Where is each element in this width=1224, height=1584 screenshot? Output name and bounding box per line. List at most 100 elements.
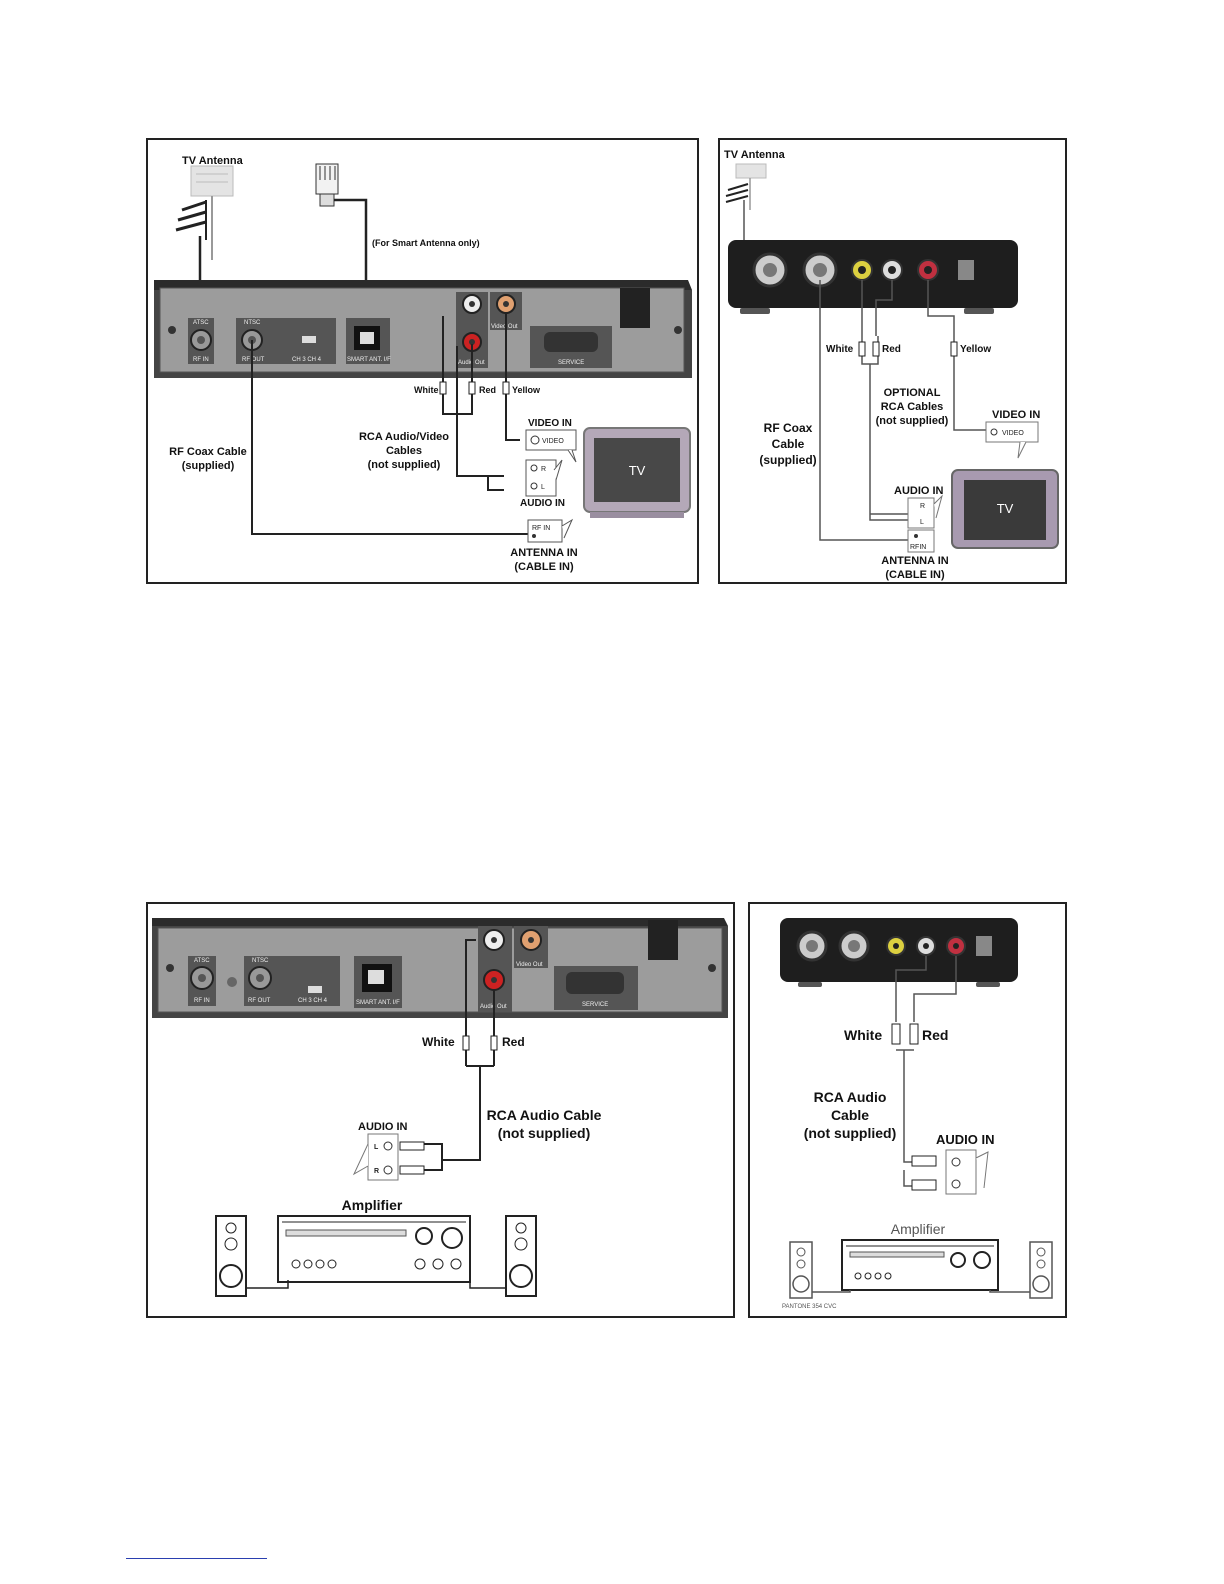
svg-text:R: R [920, 503, 925, 510]
white-plug-icon [439, 381, 447, 395]
speaker-left-icon [789, 1241, 813, 1299]
svg-text:CH 3 CH 4: CH 3 CH 4 [292, 357, 322, 363]
tv-label: TV [629, 463, 646, 478]
audio-in-callout: R L [907, 494, 943, 529]
optional-line2: RCA Cables [881, 401, 944, 413]
svg-text:SMART ANT. I/F: SMART ANT. I/F [347, 357, 391, 363]
rf-in-tv-callout: RF IN [527, 518, 574, 543]
antenna-in-line1: ANTENNA IN [510, 547, 577, 559]
smart-antenna-jack: SMART ANT. I/F [354, 956, 402, 1008]
white-label: White [844, 1027, 882, 1043]
plugs-icon [462, 1035, 498, 1051]
tv-antenna-icon [175, 165, 234, 260]
tv-label: TV [997, 501, 1014, 516]
video-in-label: VIDEO IN [992, 409, 1040, 421]
audio-in-callout: L R [352, 1133, 425, 1181]
rf-coax-line3: (supplied) [759, 453, 816, 467]
smart-antenna-note: (For Smart Antenna only) [372, 238, 480, 248]
svg-text:R: R [374, 1168, 379, 1175]
rca-label-line1: RCA Audio/Video [359, 431, 449, 443]
optional-line3: (not supplied) [876, 415, 949, 427]
svg-text:SERVICE: SERVICE [582, 1002, 608, 1008]
diagram-svg: ATSC RF IN NTSC RF OUT CH 3 CH 4 SMART A… [152, 918, 728, 1297]
speaker-right-icon [505, 1215, 537, 1297]
svg-text:ATSC: ATSC [193, 320, 209, 326]
svg-text:RF OUT: RF OUT [242, 357, 265, 363]
white-label: White [422, 1035, 455, 1049]
rf-coax-line2: Cable [772, 437, 805, 451]
pantone-note: PANTONE 354 CVC [782, 1304, 837, 1310]
smart-antenna-plug-icon [315, 163, 339, 207]
svg-text:ATSC: ATSC [194, 958, 210, 964]
audio-video-out-jacks: Audio Out Video Out [478, 926, 548, 1012]
video-in-label: VIDEO IN [528, 418, 572, 429]
speaker-right-icon [1029, 1241, 1053, 1299]
rf-coax-line2: (supplied) [182, 460, 235, 472]
audio-in-label: AUDIO IN [358, 1121, 408, 1133]
svg-text:RF OUT: RF OUT [248, 998, 271, 1004]
svg-text:SERVICE: SERVICE [558, 360, 584, 366]
white-label: White [414, 385, 439, 395]
service-port: SERVICE [530, 326, 612, 368]
rca-label-line3: (not supplied) [368, 459, 441, 471]
optional-line1: OPTIONAL [884, 387, 941, 399]
diagram-svg: White Red RCA Audio Cable (not supplied)… [780, 918, 1053, 1310]
red-label: Red [922, 1027, 948, 1043]
svg-text:Video Out: Video Out [516, 962, 543, 968]
red-plug-icon [468, 381, 476, 395]
compact-box-rear [780, 918, 1018, 987]
smart-antenna-jack: SMART ANT. I/F [346, 318, 391, 364]
svg-text:RFIN: RFIN [910, 544, 926, 551]
rf-in-jack: ATSC RF IN [188, 956, 216, 1006]
diagram-set-top-box-to-amplifier: ATSC RF IN NTSC RF OUT CH 3 CH 4 SMART A… [146, 902, 735, 1318]
amplifier-label: Amplifier [891, 1221, 946, 1237]
svg-text:VIDEO: VIDEO [542, 438, 564, 445]
diagram-compact-box-to-tv: TV Antenna White Red Yellow OPTIONAL RCA… [718, 138, 1067, 584]
diagram-compact-box-to-amplifier: White Red RCA Audio Cable (not supplied)… [748, 902, 1067, 1318]
amplifier-label: Amplifier [342, 1197, 403, 1213]
rca-line1: RCA Audio Cable [487, 1107, 602, 1123]
rca-line2: (not supplied) [498, 1125, 591, 1141]
tv-icon: TV [951, 469, 1059, 549]
svg-text:VIDEO: VIDEO [1002, 430, 1024, 437]
rca-line2: Cable [831, 1107, 869, 1123]
svg-text:Video Out: Video Out [491, 324, 518, 330]
svg-text:RF IN: RF IN [193, 357, 209, 363]
yellow-label: Yellow [512, 385, 541, 395]
rca-line1: RCA Audio [814, 1089, 887, 1105]
red-label: Red [479, 385, 496, 395]
video-in-callout: VIDEO [985, 421, 1039, 459]
audio-in-label: AUDIO IN [520, 498, 565, 509]
svg-text:RF IN: RF IN [532, 525, 550, 532]
rf-out-jack: NTSC RF OUT CH 3 CH 4 [244, 956, 340, 1006]
amplifier-icon [841, 1239, 999, 1291]
svg-text:CH 3 CH 4: CH 3 CH 4 [298, 998, 328, 1004]
service-port: SERVICE [554, 966, 638, 1010]
svg-text:NTSC: NTSC [244, 320, 261, 326]
svg-text:SMART ANT. I/F: SMART ANT. I/F [356, 1000, 400, 1006]
video-in-callout: VIDEO [525, 429, 577, 463]
red-label: Red [502, 1035, 525, 1049]
tv-icon: TV [583, 427, 691, 518]
yellow-label: Yellow [960, 344, 991, 355]
svg-text:L: L [374, 1144, 379, 1151]
set-top-box-rear-panel: ATSC RF IN NTSC RF OUT CH 3 CH 4 SMART A… [152, 918, 728, 1018]
rf-in-jack: ATSC RF IN [188, 318, 214, 364]
svg-text:L: L [920, 519, 924, 526]
svg-text:R: R [541, 466, 546, 473]
plugs-icon [858, 341, 958, 357]
tv-antenna-icon [725, 163, 767, 210]
tv-antenna-label: TV Antenna [724, 149, 786, 161]
yellow-plug-icon [502, 381, 510, 395]
svg-text:L: L [541, 484, 545, 491]
rf-coax-line1: RF Coax Cable [169, 446, 247, 458]
white-label: White [826, 344, 854, 355]
compact-box-rear [728, 240, 1018, 314]
rf-coax-line1: RF Coax [764, 421, 813, 435]
audio-in-callout: R L [525, 459, 563, 497]
audio-in-label: AUDIO IN [894, 485, 944, 497]
speaker-left-icon [215, 1215, 247, 1297]
rca-line3: (not supplied) [804, 1125, 897, 1141]
diagram-svg: TV Antenna (For Smart Antenna only) ATSC… [154, 155, 692, 573]
tv-antenna-label: TV Antenna [182, 155, 244, 167]
